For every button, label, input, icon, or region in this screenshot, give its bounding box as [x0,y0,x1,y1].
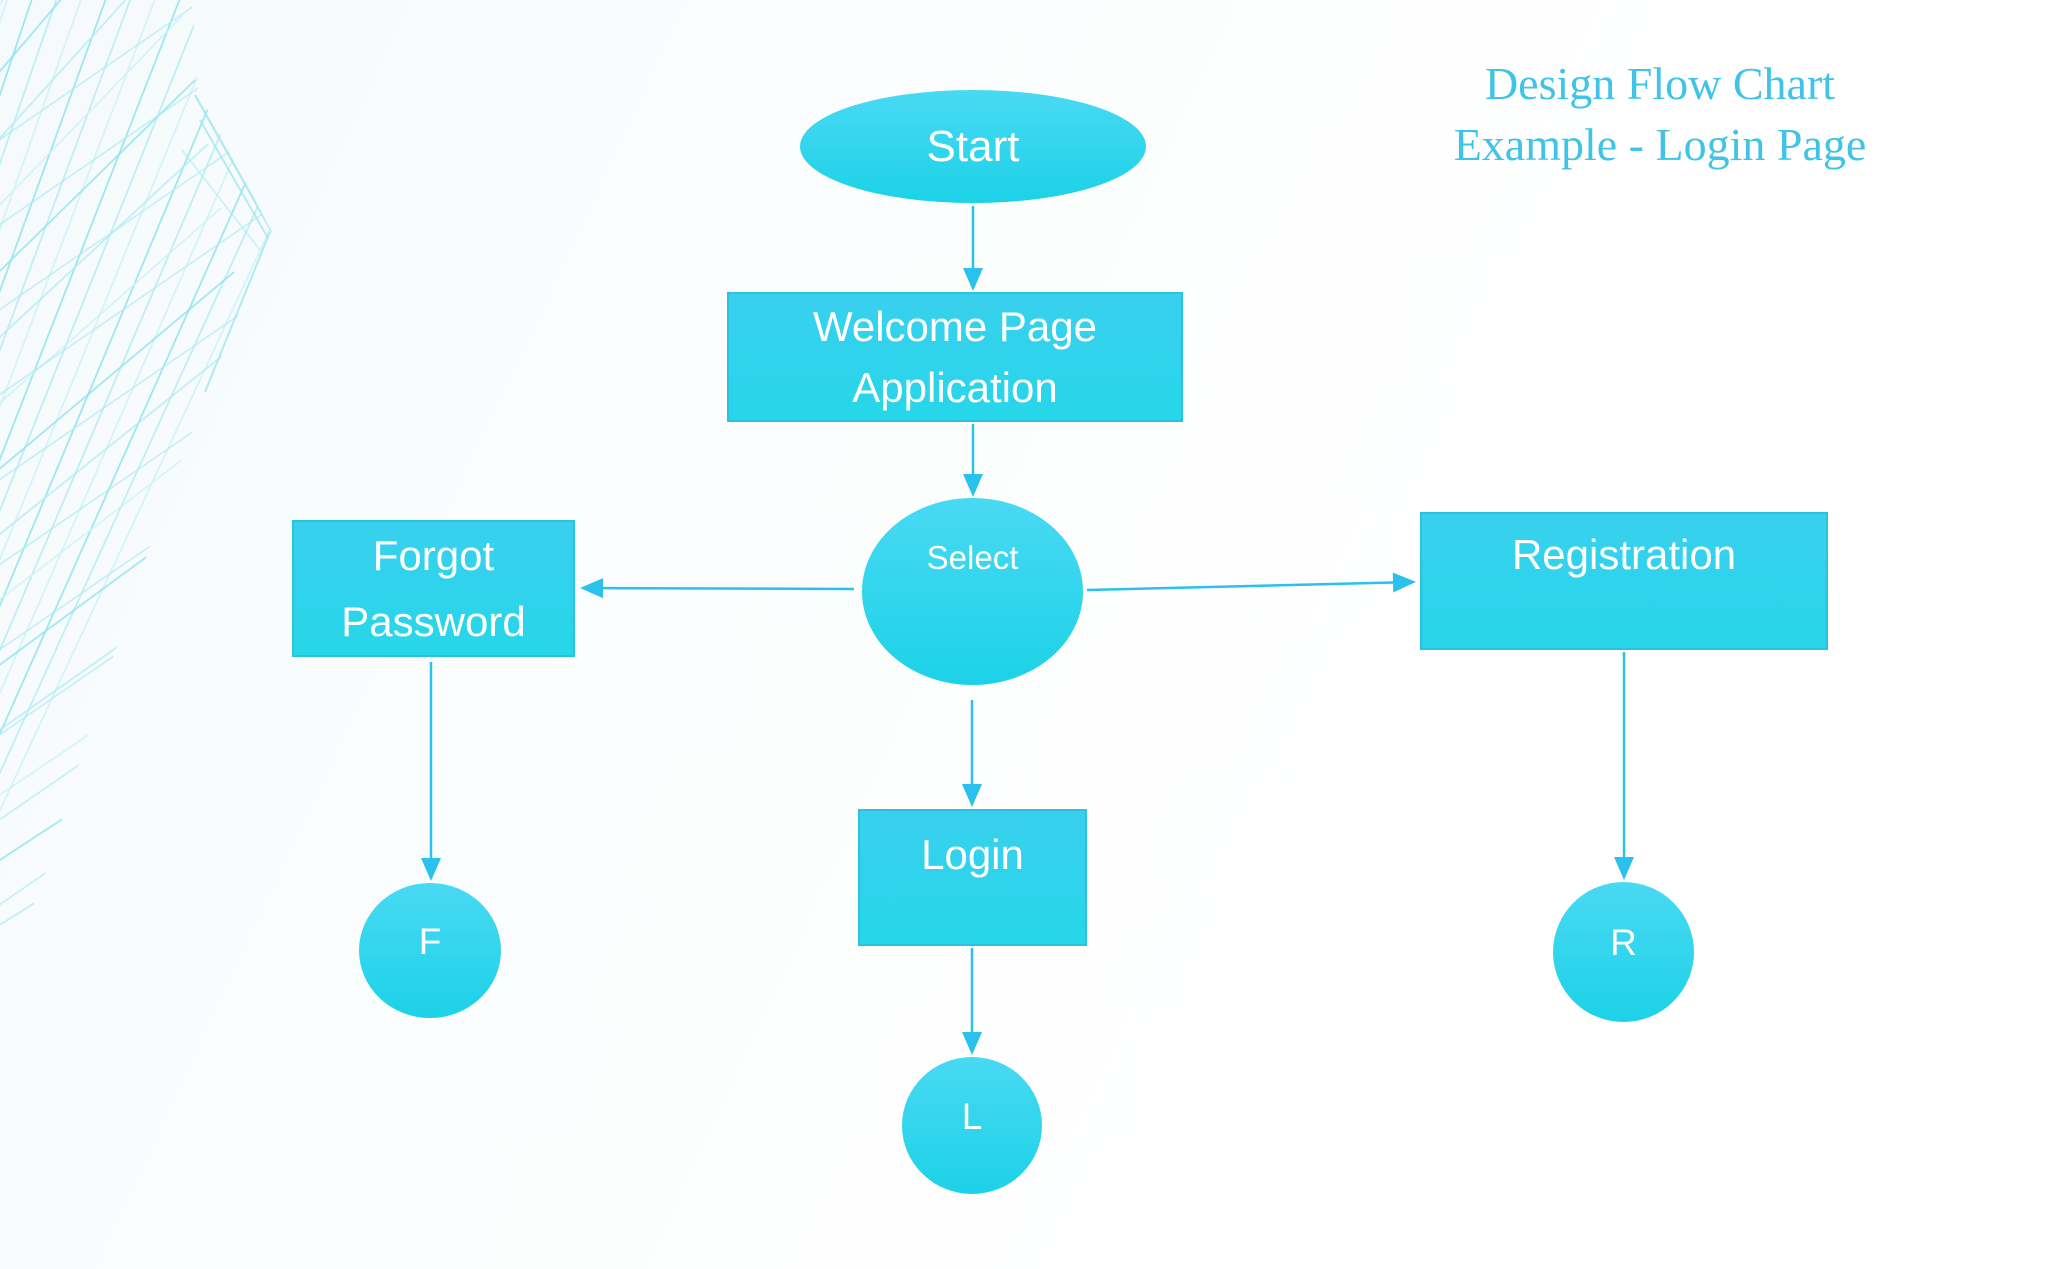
node-start-label: Start [926,121,1020,171]
diagram-title: Design Flow Chart Example - Login Page [1430,54,1890,175]
node-select: Select [862,498,1083,685]
edge-select-forgot-password [580,578,855,599]
node-l-label: L [961,1095,983,1137]
node-forgot-password-label: Forgot Password [341,532,526,645]
node-select-label: Select [926,539,1019,576]
node-registration: Registration [1420,512,1828,650]
node-login: Login [858,809,1087,946]
node-registration-label: Registration [1511,531,1737,578]
node-r-label: R [1610,922,1637,963]
node-welcome-label: Welcome Page Application [812,302,1098,411]
node-r-terminal: R [1553,882,1694,1022]
node-forgot-password: Forgot Password [292,520,575,657]
node-start: Start [800,90,1146,203]
node-login-label: Login [921,831,1024,878]
node-l-terminal: L [902,1057,1042,1194]
node-welcome-page-application: Welcome Page Application [727,292,1183,422]
edge-select-registration [1086,572,1416,593]
diagram-title-line1: Design Flow Chart [1484,58,1836,109]
node-f-label: F [418,920,442,962]
node-f-terminal: F [359,883,501,1018]
diagram-title-line2: Example - Login Page [1453,118,1867,170]
